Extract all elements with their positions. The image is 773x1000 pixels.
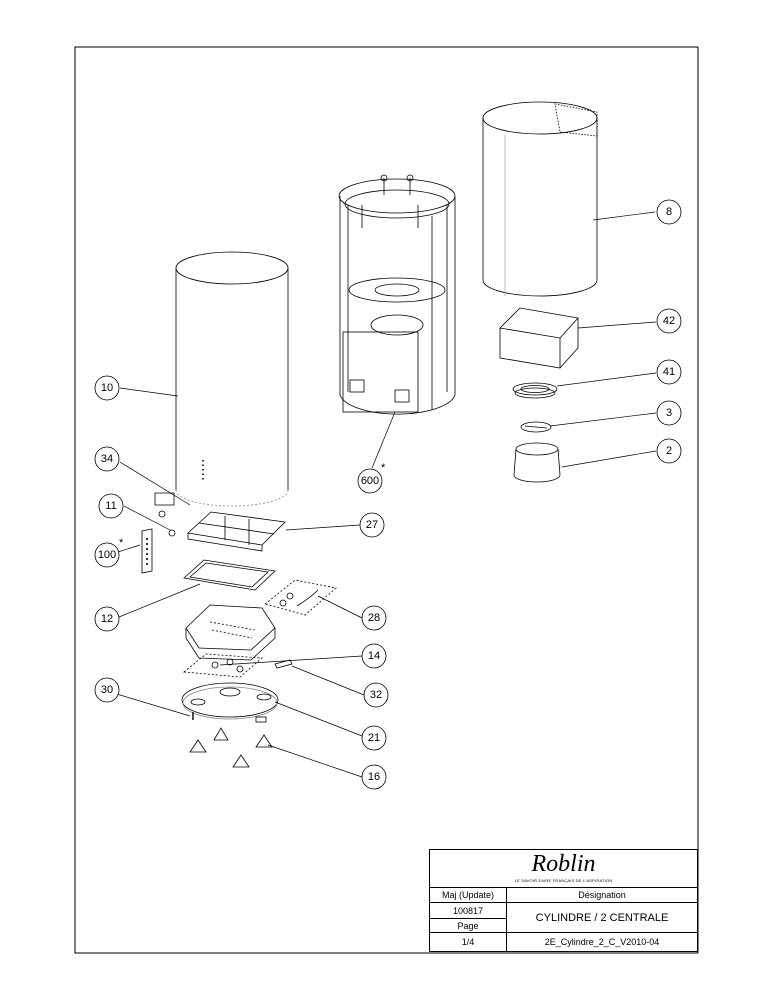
svg-text:28: 28 xyxy=(368,612,380,624)
svg-text:10: 10 xyxy=(101,382,113,394)
part-carbon-filter-box xyxy=(499,307,579,369)
part-bottom-plate xyxy=(181,682,279,723)
drawing-reference: 2E_Cylindre_2_C_V2010-04 xyxy=(544,937,660,947)
svg-text:41: 41 xyxy=(663,366,675,378)
brand-logo: Roblin xyxy=(531,851,596,877)
callout-11: 11 xyxy=(98,493,124,519)
svg-text:100: 100 xyxy=(98,549,116,561)
part-duct-cover-cylinder xyxy=(482,101,598,297)
part-lamp-holders xyxy=(182,653,263,678)
svg-text:2: 2 xyxy=(666,445,672,457)
part-lighting-kit xyxy=(264,579,337,616)
svg-text:30: 30 xyxy=(101,684,113,696)
page-label: Page xyxy=(430,919,507,933)
svg-text:12: 12 xyxy=(101,613,113,625)
callout-3: 3 xyxy=(656,400,682,426)
part-spot-lamps xyxy=(189,727,273,768)
svg-text:21: 21 xyxy=(368,732,380,744)
maj-value: 100817 xyxy=(430,903,507,919)
drawing-frame xyxy=(74,46,699,954)
part-outlet-spigot xyxy=(513,442,561,483)
brand-tagline: LE SAVOIR-FAIRE FRANÇAIS DE L'ASPIRATION xyxy=(514,878,613,883)
part-hood-body xyxy=(185,604,276,661)
svg-text:600: 600 xyxy=(361,475,379,487)
part-small-bracket xyxy=(154,492,175,518)
callout-14: 14 xyxy=(361,643,387,669)
star-marker-600: * xyxy=(381,462,386,474)
part-outer-cylinder-left xyxy=(175,251,289,507)
svg-text:3: 3 xyxy=(666,407,672,419)
callout-16: 16 xyxy=(361,764,387,790)
callout-600: 600 xyxy=(357,468,383,494)
title-block: Roblin LE SAVOIR-FAIRE FRANÇAIS DE L'ASP… xyxy=(429,849,698,952)
callout-10: 10 xyxy=(94,375,120,401)
part-central-chassis xyxy=(338,174,456,415)
designation-value: CYLINDRE / 2 CENTRALE xyxy=(507,903,697,933)
callout-34: 34 xyxy=(94,446,120,472)
svg-text:34: 34 xyxy=(101,453,113,465)
svg-text:16: 16 xyxy=(368,771,380,783)
svg-text:42: 42 xyxy=(663,315,675,327)
page-value: 1/4 xyxy=(430,933,507,951)
callout-27: 27 xyxy=(359,512,385,538)
callout-32: 32 xyxy=(363,682,389,708)
part-flange-ring xyxy=(512,382,558,399)
callout-28: 28 xyxy=(361,605,387,631)
maj-label: Maj (Update) xyxy=(430,888,507,903)
part-control-panel xyxy=(141,528,153,574)
svg-text:32: 32 xyxy=(370,689,382,701)
logo-cell: Roblin LE SAVOIR-FAIRE FRANÇAIS DE L'ASP… xyxy=(430,850,697,888)
callout-41: 41 xyxy=(656,359,682,385)
svg-text:11: 11 xyxy=(105,500,116,512)
part-connector xyxy=(274,659,293,669)
part-filter-frame xyxy=(183,559,276,591)
svg-text:27: 27 xyxy=(366,519,378,531)
callout-100: 100 xyxy=(94,542,120,568)
callout-balloons: 10 34 11 100 12 30 8 42 41 3 2 27 28 14 … xyxy=(94,199,682,790)
callout-12: 12 xyxy=(94,606,120,632)
callout-42: 42 xyxy=(656,308,682,334)
callout-30: 30 xyxy=(94,677,120,703)
callout-2: 2 xyxy=(656,438,682,464)
part-damper-flap xyxy=(520,421,552,433)
part-grease-filter xyxy=(187,511,286,552)
svg-text:8: 8 xyxy=(666,206,672,218)
star-marker-100: * xyxy=(119,537,124,549)
leader-lines xyxy=(109,211,657,778)
callout-8: 8 xyxy=(656,199,682,225)
designation-label: Désignation xyxy=(507,888,697,903)
svg-text:14: 14 xyxy=(368,650,380,662)
callout-21: 21 xyxy=(361,725,387,751)
part-screw xyxy=(168,529,176,537)
